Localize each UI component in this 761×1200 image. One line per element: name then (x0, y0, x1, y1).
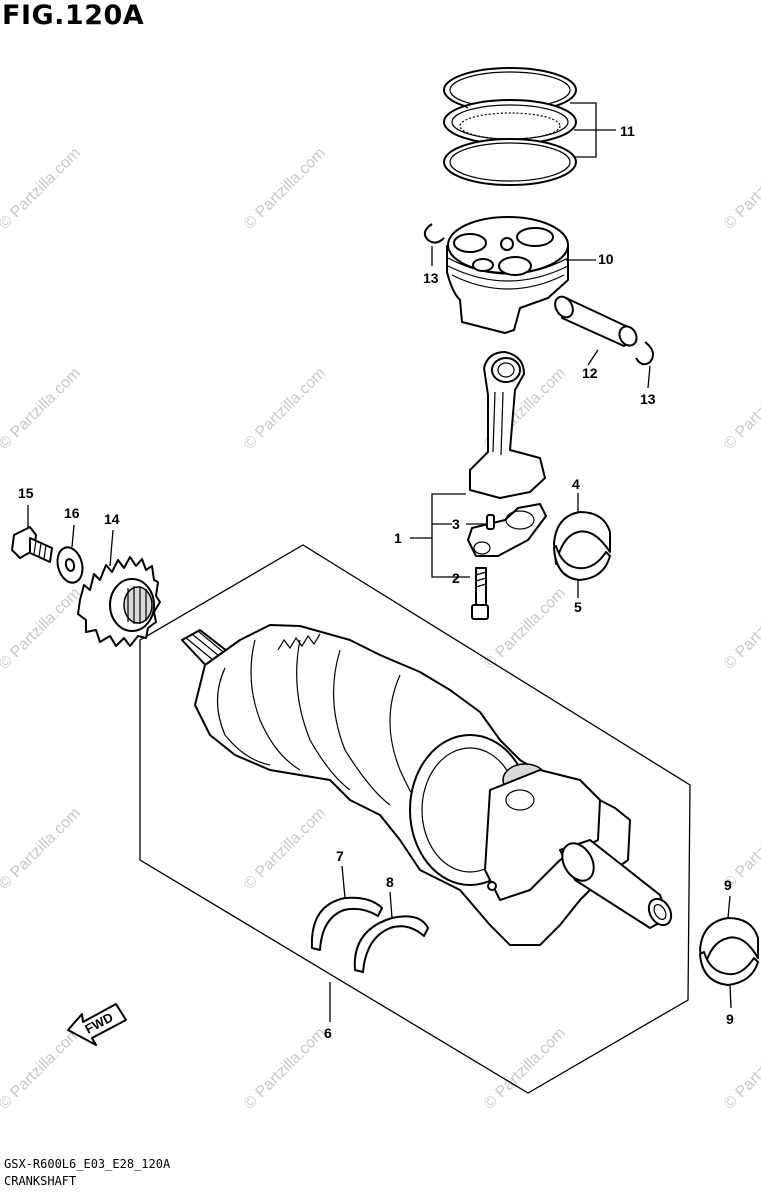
callout-4: 4 (572, 476, 580, 492)
sprocket-bolt[interactable] (11, 526, 53, 563)
watermark: © Partzilla.com (0, 365, 84, 453)
dowel-pin[interactable] (486, 514, 495, 530)
callout-labels: 11 10 13 12 13 1 3 2 4 5 15 16 14 7 8 9 … (18, 123, 734, 1041)
model-code: GSX-R600L6_E03_E28_120A (4, 1157, 171, 1171)
callout-3: 3 (452, 516, 460, 532)
callout-13-right: 13 (640, 391, 656, 407)
callout-10: 10 (598, 251, 614, 267)
piston-pin-circlip-right[interactable] (635, 341, 655, 366)
callout-16: 16 (64, 505, 80, 521)
watermark: © Partzilla.com (721, 365, 761, 453)
watermark: © Partzilla.com (721, 145, 761, 233)
leader-lines (27, 102, 732, 1022)
piston-pin[interactable] (552, 293, 640, 348)
callout-1: 1 (394, 530, 402, 546)
conrod-bolt[interactable] (471, 567, 489, 620)
crankshaft-end-bearing[interactable] (699, 917, 759, 986)
callout-14: 14 (104, 511, 120, 527)
callout-12: 12 (582, 365, 598, 381)
watermark: © Partzilla.com (241, 805, 329, 893)
section-name: CRANKSHAFT (4, 1174, 77, 1188)
watermark: © Partzilla.com (721, 1025, 761, 1113)
conrod-bearing[interactable] (553, 511, 611, 581)
piston[interactable] (446, 216, 569, 334)
callout-15: 15 (18, 485, 34, 501)
piston-ring-set[interactable] (443, 67, 577, 186)
callout-9-top: 9 (724, 877, 732, 893)
watermark: © Partzilla.com (721, 585, 761, 673)
crankshaft-sprocket[interactable] (77, 556, 161, 647)
watermark: © Partzilla.com (481, 585, 569, 673)
callout-5: 5 (574, 599, 582, 615)
callout-6: 6 (324, 1025, 332, 1041)
callout-2: 2 (452, 570, 460, 586)
callout-8: 8 (386, 874, 394, 890)
piston-pin-circlip-left[interactable] (423, 223, 445, 244)
washer[interactable] (54, 545, 86, 586)
crankshaft-journal-bearing-upper[interactable] (310, 896, 383, 951)
callout-13-top: 13 (423, 270, 439, 286)
watermark: © Partzilla.com (241, 365, 329, 453)
watermark: © Partzilla.com (0, 585, 84, 673)
callout-11: 11 (620, 123, 635, 139)
crankshaft[interactable] (181, 624, 676, 946)
crankshaft-box (139, 544, 691, 1094)
watermark: © Partzilla.com (481, 1025, 569, 1113)
watermark: © Partzilla.com (0, 1025, 84, 1113)
watermark: © Partzilla.com (0, 145, 84, 233)
connecting-rod[interactable] (467, 351, 547, 557)
watermark: © Partzilla.com (241, 1025, 329, 1113)
crankshaft-journal-bearing-lower[interactable] (353, 915, 429, 973)
callout-7: 7 (336, 848, 344, 864)
watermark: © Partzilla.com (0, 805, 84, 893)
callout-9-bottom: 9 (726, 1011, 734, 1027)
watermark: © Partzilla.com (241, 145, 329, 233)
figure-title: FIG.120A (2, 0, 145, 31)
